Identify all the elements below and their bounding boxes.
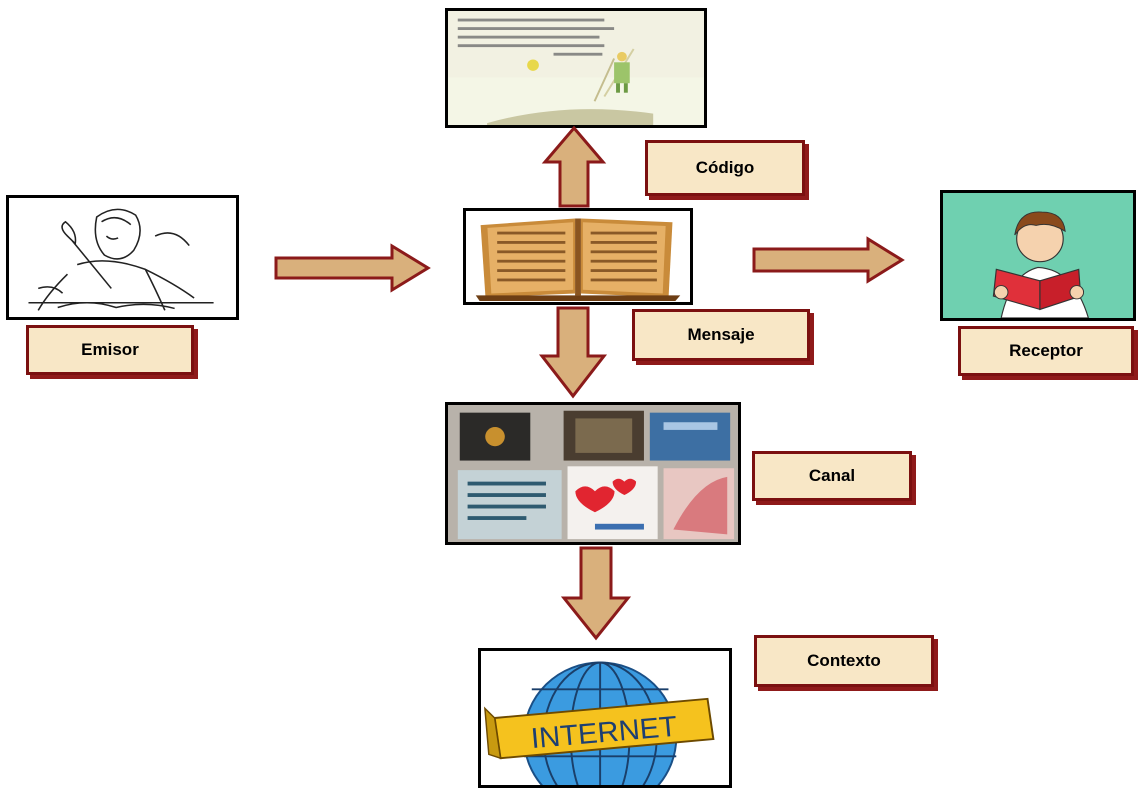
- canal-image: [445, 402, 741, 545]
- label-contexto: Contexto: [754, 635, 934, 687]
- label-canal: Canal: [752, 451, 912, 501]
- label-mensaje: Mensaje: [632, 309, 810, 361]
- arrow-right-emisor-to-mensaje: [274, 243, 431, 293]
- label-emisor: Emisor: [26, 325, 194, 375]
- contexto-image: INTERNET: [478, 648, 732, 788]
- label-receptor: Receptor: [958, 326, 1134, 376]
- codigo-image: [445, 8, 707, 128]
- mensaje-image: [463, 208, 693, 305]
- receptor-image: [940, 190, 1136, 321]
- emisor-image: [6, 195, 239, 320]
- arrow-right-mensaje-to-receptor: [752, 236, 905, 284]
- label-codigo: Código: [645, 140, 805, 196]
- arrow-up-to-codigo: [541, 125, 607, 208]
- arrow-down-mensaje-to-canal: [538, 306, 608, 399]
- arrow-down-canal-to-contexto: [560, 546, 632, 641]
